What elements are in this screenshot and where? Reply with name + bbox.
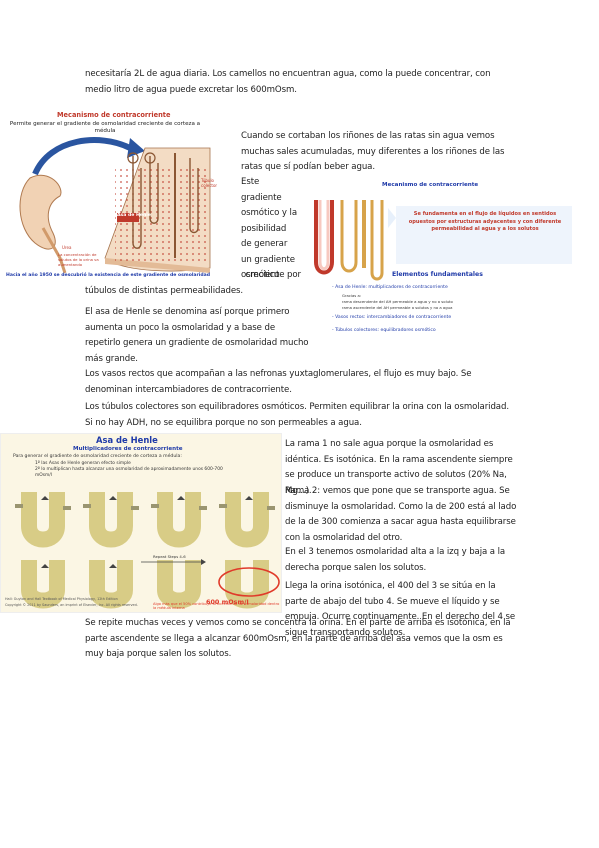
paragraph-vasos-rectos: Los vasos rectos que acompañan a las nef… (85, 369, 472, 395)
henle-figure-intro: Para generar el gradiente de osmolaridad… (13, 454, 182, 459)
henle-figure-point1: 1º las Asas de Henle generan efecto simp… (35, 461, 131, 466)
henle-credit-1: Hall: Guyton and Hall Textbook of Medica… (5, 597, 118, 601)
slide-item-asc: rama ascendente del AH permeable a solut… (342, 305, 453, 310)
paragraph-repite: Se repite muchas veces y vemos como se c… (85, 618, 511, 659)
henle-note: Algo más que el 50% contribuye al increm… (153, 602, 280, 611)
slide-item-desc: rama descendente del AH permeable a agua… (342, 299, 453, 304)
kidney-figure-title: Mecanismo de contracorriente (57, 111, 171, 119)
asa-henle-diagram (15, 492, 280, 609)
paragraph-gradiente-col: Este gradiente osmótico y la posibilidad… (241, 177, 298, 280)
paragraph-rama-4: Llega la orina isotónica, el 400 del 3 s… (285, 581, 516, 638)
slide-elements-title: Elementos fundamentales (392, 271, 483, 278)
paragraph-rama-3: En el 3 tenemos osmolaridad alta a la iz… (285, 547, 506, 573)
henle-credit-2: Copyright © 2011 by Saunders, an imprint… (5, 603, 138, 607)
kidney-figure: Mecanismo de contracorriente Permite gen… (5, 108, 220, 284)
slide-item-gracias: Gracias a: (342, 293, 362, 298)
paragraph-rama-2: Rama 2: vemos que pone que se transporte… (285, 486, 517, 543)
label-tubulo-colector: Túbulo colector (201, 178, 218, 188)
paragraph-tubulos-colectores: Los túbulos colectores son equilibradore… (85, 402, 509, 428)
label-asa-de-henle: Asa de Henle (117, 213, 151, 218)
contracorriente-diagram (314, 200, 572, 281)
paragraph-asa-henle: El asa de Henle se denomina así porque p… (85, 307, 309, 364)
label-orina-concentracion: La concentración de solutos de la orina … (58, 252, 99, 267)
paragraph-gradiente-cont: túbulos de distintas permeabilidades. (85, 286, 244, 296)
henle-figure-point2: 2º lo multiplican hasta alcanzar una osm… (35, 467, 223, 478)
paragraph-intro: necesitaría 2L de agua diaria. Los camel… (85, 69, 491, 95)
slide-item-tubulos: - Túbulos colectores: equilibradores osm… (332, 328, 436, 333)
paragraph-ratas: Cuando se cortaban los riñones de las ra… (241, 131, 505, 172)
slide-callout: Se fundamenta en el flujo de líquidos en… (408, 211, 562, 233)
kidney-illustration (19, 137, 211, 274)
henle-figure-subtitle: Multiplicadores de contracorriente (73, 446, 183, 452)
asa-henle-figure: Asa de Henle Multiplicadores de contraco… (0, 433, 282, 613)
slide-item-vasos: - Vasos rectos: intercambiadores de cont… (332, 315, 452, 320)
henle-repeat-label: Repeat Steps 4-6 (153, 554, 186, 559)
slide-item-asa: - Asa de Henle: multiplicadores de contr… (332, 285, 448, 290)
contracorriente-slide: Mecanismo de contracorriente Se fundamen… (312, 178, 574, 346)
label-urea: Urea (62, 245, 72, 250)
kidney-figure-caption: Hacia el año 1950 se descubrió la existe… (6, 273, 211, 278)
henle-figure-title: Asa de Henle (96, 435, 158, 445)
slide-title: Mecanismo de contracorriente (382, 182, 479, 188)
paragraph-gradiente-end: creciente por (245, 270, 301, 280)
kidney-figure-subtitle: Permite generar el gradiente de osmolari… (9, 121, 201, 134)
henle-result-label: 600 mOsm/l (206, 598, 249, 606)
paragraph-rama-1: La rama 1 no sale agua porque la osmolar… (285, 439, 513, 496)
